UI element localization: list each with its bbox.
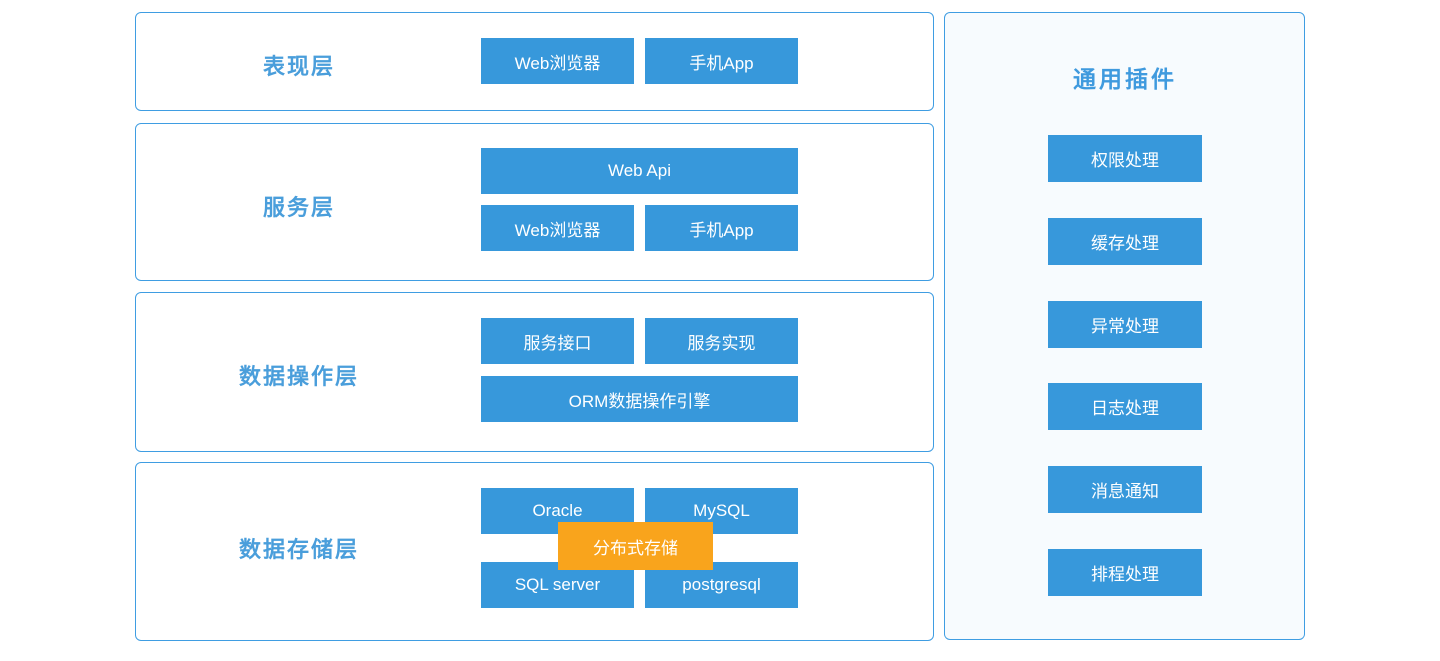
layer-label-data-storage: 数据存储层 (238, 537, 359, 562)
node-orm-engine: ORM数据操作引擎 (481, 376, 798, 422)
node-mobile-app-2: 手机App (645, 205, 798, 251)
layer-label-service: 服务层 (262, 195, 335, 220)
plugins-panel-title: 通用插件 (1073, 66, 1177, 92)
node-service-implementation: 服务实现 (645, 318, 798, 364)
node-service-interface: 服务接口 (481, 318, 634, 364)
layer-label-data-operation: 数据操作层 (238, 364, 359, 389)
plugin-item-schedule: 排程处理 (1048, 549, 1202, 596)
plugin-item-exception: 异常处理 (1048, 301, 1202, 348)
plugin-item-log: 日志处理 (1048, 383, 1202, 430)
plugin-item-notification: 消息通知 (1048, 466, 1202, 513)
node-web-browser: Web浏览器 (481, 38, 634, 84)
node-mobile-app: 手机App (645, 38, 798, 84)
node-web-browser-2: Web浏览器 (481, 205, 634, 251)
node-distributed-storage: 分布式存储 (558, 522, 713, 570)
plugin-item-permission: 权限处理 (1048, 135, 1202, 182)
layer-label-presentation: 表现层 (262, 54, 335, 79)
plugin-item-cache: 缓存处理 (1048, 218, 1202, 265)
node-web-api: Web Api (481, 148, 798, 194)
